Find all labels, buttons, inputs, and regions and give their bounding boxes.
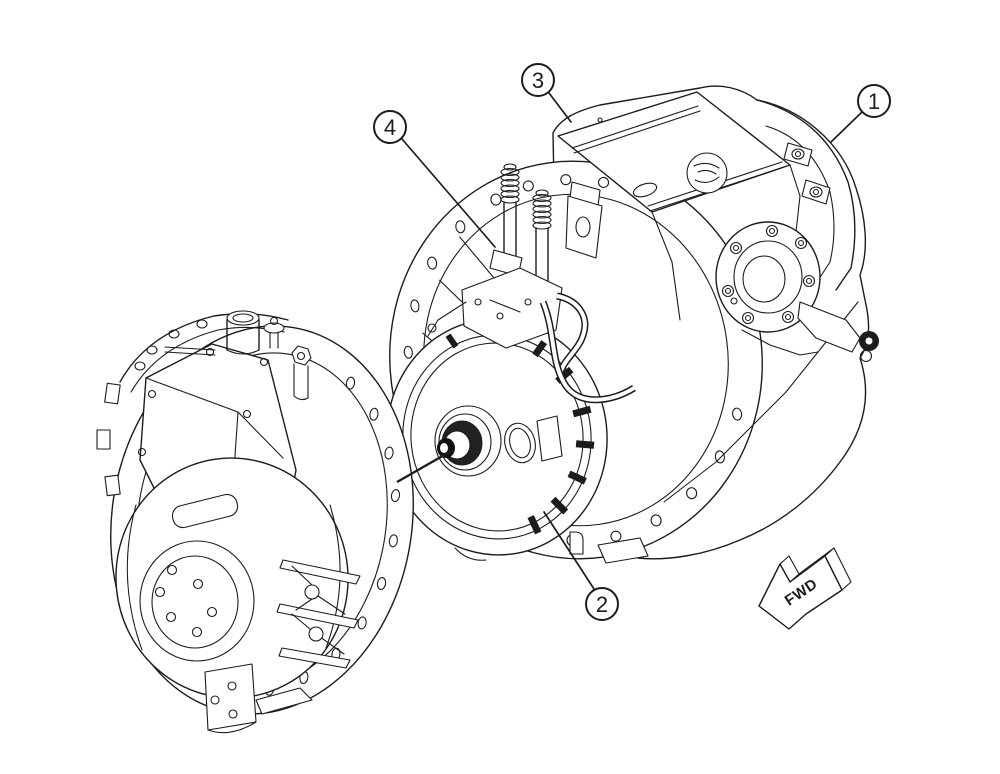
transmission-top-plate bbox=[557, 91, 791, 213]
plug-fitting bbox=[263, 316, 285, 349]
body-contours bbox=[651, 164, 859, 503]
drum-hub bbox=[139, 540, 255, 662]
callout-4-leader bbox=[401, 138, 496, 248]
fwd-arrow-face bbox=[758, 555, 843, 630]
callouts: 1 2 3 4 bbox=[373, 63, 891, 621]
breather-fitting bbox=[226, 310, 260, 355]
top-rim-band bbox=[119, 313, 289, 393]
callout-3-balloon bbox=[521, 63, 555, 97]
callout-2-balloon bbox=[585, 587, 619, 621]
callout-1-leader bbox=[830, 111, 863, 143]
callout-3-number: 3 bbox=[532, 68, 544, 93]
callout-1-balloon bbox=[857, 84, 891, 118]
fwd-arrow-extrusion bbox=[779, 547, 852, 591]
clutch-drum bbox=[115, 457, 349, 699]
spring-studs-and-valve bbox=[427, 163, 636, 404]
hex-plug-fitting bbox=[291, 345, 312, 401]
converter-hub bbox=[434, 405, 502, 477]
drum-hand-slot bbox=[171, 493, 239, 529]
assembly-alignment-line bbox=[396, 448, 454, 484]
cover-bolts bbox=[721, 224, 816, 325]
flywheel-housing-illustration bbox=[96, 310, 414, 734]
output-cover bbox=[715, 221, 821, 333]
callout-2-number: 2 bbox=[596, 592, 608, 617]
rear-housing-flange bbox=[756, 99, 856, 291]
callout-2-leader bbox=[543, 511, 595, 590]
sight-window bbox=[504, 415, 563, 464]
callout-4-balloon bbox=[373, 110, 407, 144]
oil-filler-cap bbox=[686, 152, 728, 194]
release-fork-blades bbox=[276, 559, 361, 669]
callout-4-number: 4 bbox=[384, 115, 396, 140]
callout-3-leader bbox=[548, 92, 572, 123]
top-fittings bbox=[226, 310, 312, 401]
stud-spring-left bbox=[489, 163, 523, 277]
bottom-brackets bbox=[569, 531, 649, 564]
clutch-plate-segments bbox=[445, 333, 595, 535]
mounting-bracket bbox=[565, 181, 603, 259]
torque-converter bbox=[386, 318, 608, 561]
hoses bbox=[539, 292, 636, 404]
transmission-illustration bbox=[386, 85, 879, 564]
valve-body bbox=[427, 267, 563, 349]
flange-edge-bosses bbox=[96, 382, 121, 497]
callout-1-number: 1 bbox=[868, 89, 880, 114]
fwd-direction-arrow: FWD bbox=[758, 547, 852, 630]
control-lever bbox=[741, 301, 879, 363]
base-bracket bbox=[204, 663, 313, 734]
